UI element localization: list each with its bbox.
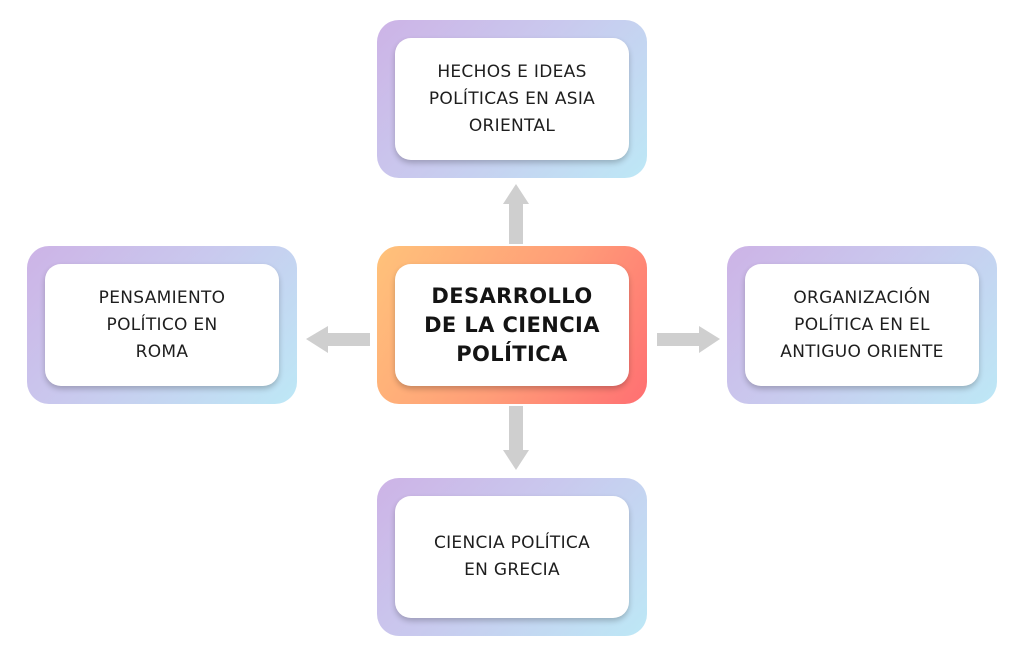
node-right: ORGANIZACIÓN POLÍTICA EN EL ANTIGUO ORIE… [727, 246, 997, 404]
node-bottom-card: CIENCIA POLÍTICA EN GRECIA [395, 496, 629, 618]
arrow-left [306, 326, 370, 353]
node-bottom: CIENCIA POLÍTICA EN GRECIA [377, 478, 647, 636]
node-right-label: ORGANIZACIÓN POLÍTICA EN EL ANTIGUO ORIE… [780, 287, 944, 362]
node-center: DESARROLLO DE LA CIENCIA POLÍTICA [377, 246, 647, 404]
node-left: PENSAMIENTO POLÍTICO EN ROMA [27, 246, 297, 404]
node-top-label: HECHOS E IDEAS POLÍTICAS EN ASIA ORIENTA… [428, 61, 596, 136]
node-right-card: ORGANIZACIÓN POLÍTICA EN EL ANTIGUO ORIE… [745, 264, 979, 386]
node-center-card: DESARROLLO DE LA CIENCIA POLÍTICA [395, 264, 629, 386]
arrow-down [503, 406, 529, 470]
node-bottom-label: CIENCIA POLÍTICA EN GRECIA [433, 533, 591, 580]
node-left-card: PENSAMIENTO POLÍTICO EN ROMA [45, 264, 279, 386]
node-top: HECHOS E IDEAS POLÍTICAS EN ASIA ORIENTA… [377, 20, 647, 178]
arrow-right [657, 326, 720, 353]
node-center-label: DESARROLLO DE LA CIENCIA POLÍTICA [424, 283, 600, 366]
node-top-card: HECHOS E IDEAS POLÍTICAS EN ASIA ORIENTA… [395, 38, 629, 160]
node-left-label: PENSAMIENTO POLÍTICO EN ROMA [98, 287, 226, 362]
arrow-up [503, 184, 529, 244]
